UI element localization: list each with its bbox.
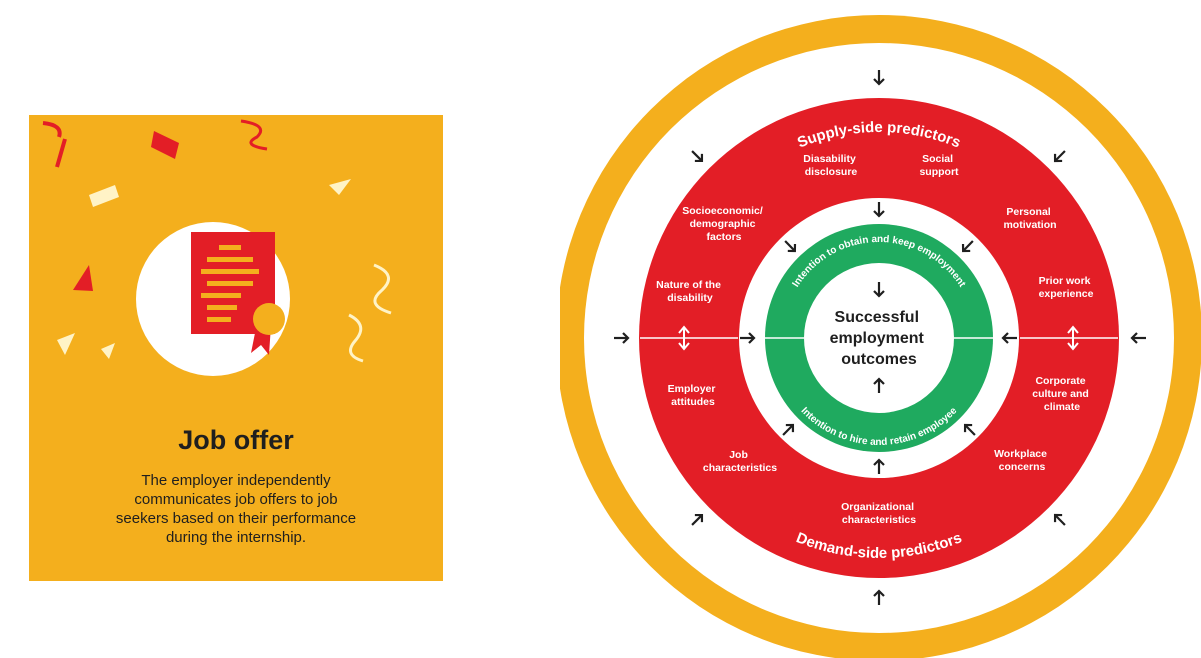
factor-job-characteristics: Job characteristics [703,449,777,474]
employment-predictors-diagram: Enviromental predictors Interorganizatio… [560,15,1201,658]
arrow-icon [784,240,796,252]
factor-organizational: Organizational characteristics [841,501,917,526]
arrow-icon [1054,150,1066,162]
confetti-decoration [42,119,392,376]
arrow-head-icon [1130,332,1138,344]
seal-icon [253,303,285,335]
double-arrow-left-icon [678,325,690,351]
arrow-head-icon [873,290,885,298]
factor-disclosure: Diasability disclosure [803,153,858,178]
arrow-head-icon [694,153,704,163]
factor-workplace-concerns: Workplace concerns [994,448,1050,473]
arrow-head-icon [873,458,885,466]
factor-socioeconomic: Socioeconomic/ demographic factors [682,205,765,243]
arrow-icon [964,424,976,436]
center-outcome-text: Successful employment outcomes [830,309,929,368]
arrow-head-icon [694,513,704,523]
arrow-head-icon [873,78,885,86]
arrow-icon [691,150,703,162]
center-circle [804,263,954,413]
certificate-icon-badge [136,222,290,376]
arrow-head-icon [873,210,885,218]
arrow-head-icon [787,243,797,253]
arrow-head-icon [748,332,756,344]
arrow-head-icon [961,243,971,253]
arrow-head-icon [1053,153,1063,163]
arrow-head-icon [963,423,973,433]
factor-prior-work: Prior work experience [1039,275,1094,300]
factor-employer-attitudes: Employer attitudes [668,383,719,408]
double-arrows [678,325,1079,351]
arrow-group [614,70,1146,605]
card-title: Job offer [178,425,294,455]
arrow-head-icon [873,589,885,597]
factor-social-support: Social support [919,153,959,178]
job-offer-card: Job offer The employer independently com… [29,115,443,581]
arrow-head-icon [1053,513,1063,523]
arrow-head-icon [1001,332,1009,344]
double-arrow-right-icon [1067,325,1079,351]
arrow-icon [962,240,974,252]
arrow-head-icon [622,332,630,344]
arrow-icon [691,514,703,526]
factor-personal-motivation: Personal motivation [1003,206,1056,231]
card-description: The employer independently communicates … [115,472,357,546]
arrow-icon [1054,514,1066,526]
arrow-icon [782,424,794,436]
factor-nature-of-disability: Nature of the disability [656,279,724,304]
factor-corporate-culture: Corporate culture and climate [1032,375,1092,413]
factor-labels: Diasability disclosure Social support So… [656,153,1093,526]
arrow-head-icon [873,377,885,385]
arrow-head-icon [785,423,795,433]
